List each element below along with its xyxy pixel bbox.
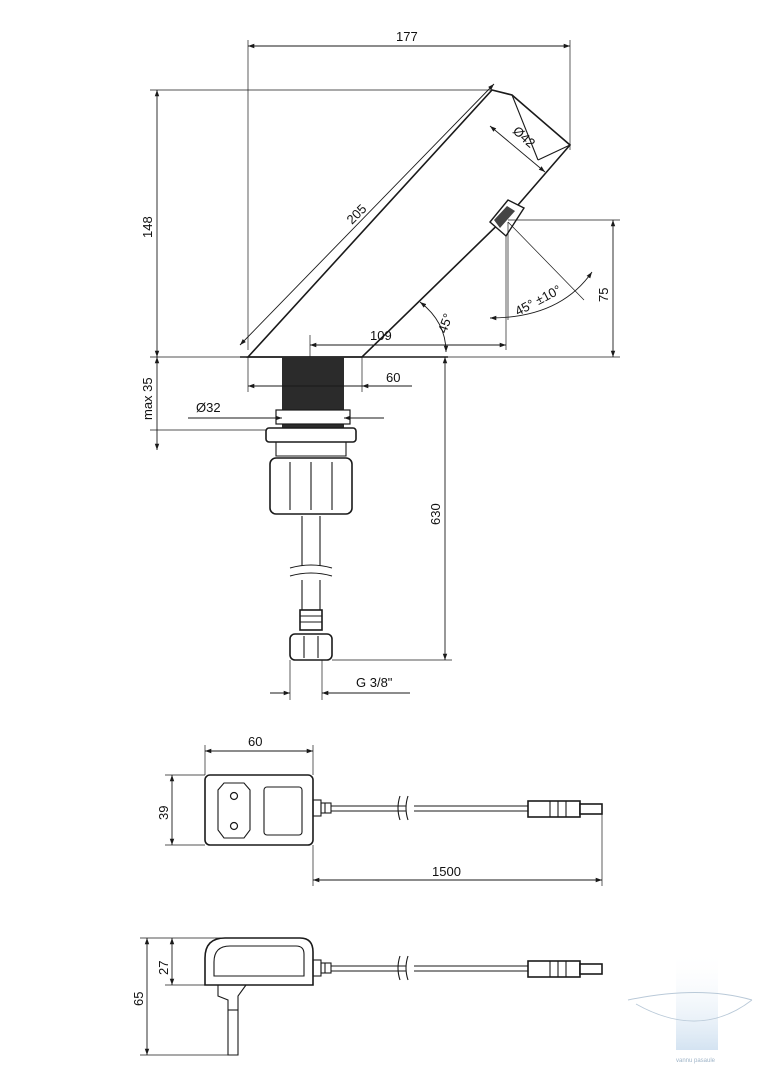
sensor-icon [489, 199, 526, 238]
dim-width-total: 177 [396, 29, 418, 44]
psu-top-dimensions: 60 39 1500 [156, 734, 603, 886]
dim-max-thickness: max 35 [140, 377, 155, 420]
power-supply-top-view [204, 774, 603, 846]
psu-side-dimensions: 27 65 [131, 937, 228, 1056]
dim-spout-length: 205 [344, 201, 370, 227]
dim-cable-length: 1500 [432, 864, 461, 879]
dim-height: 148 [140, 216, 155, 238]
dim-base-width: 60 [386, 370, 400, 385]
brand-logo-text: vannu pasaule [676, 1058, 716, 1064]
hose-fitting [289, 609, 333, 661]
dim-hose-length: 630 [428, 503, 443, 525]
power-supply-side-view [204, 937, 603, 1056]
dim-shank-diameter: Ø32 [196, 400, 221, 415]
dim-psu-total-height: 65 [131, 992, 146, 1006]
dim-reach: 109 [370, 328, 392, 343]
dim-psu-height: 39 [156, 806, 171, 820]
dim-sensor-angle: 45° ±10° [512, 282, 563, 319]
dim-psu-depth: 27 [156, 961, 171, 975]
dim-connection: G 3/8" [356, 675, 393, 690]
dim-spout-angle: 45° [435, 311, 456, 335]
dim-psu-width: 60 [248, 734, 262, 749]
dim-sensor-height: 75 [596, 288, 611, 302]
flange [265, 427, 357, 443]
brand-watermark: vannu pasaule [627, 950, 753, 1064]
